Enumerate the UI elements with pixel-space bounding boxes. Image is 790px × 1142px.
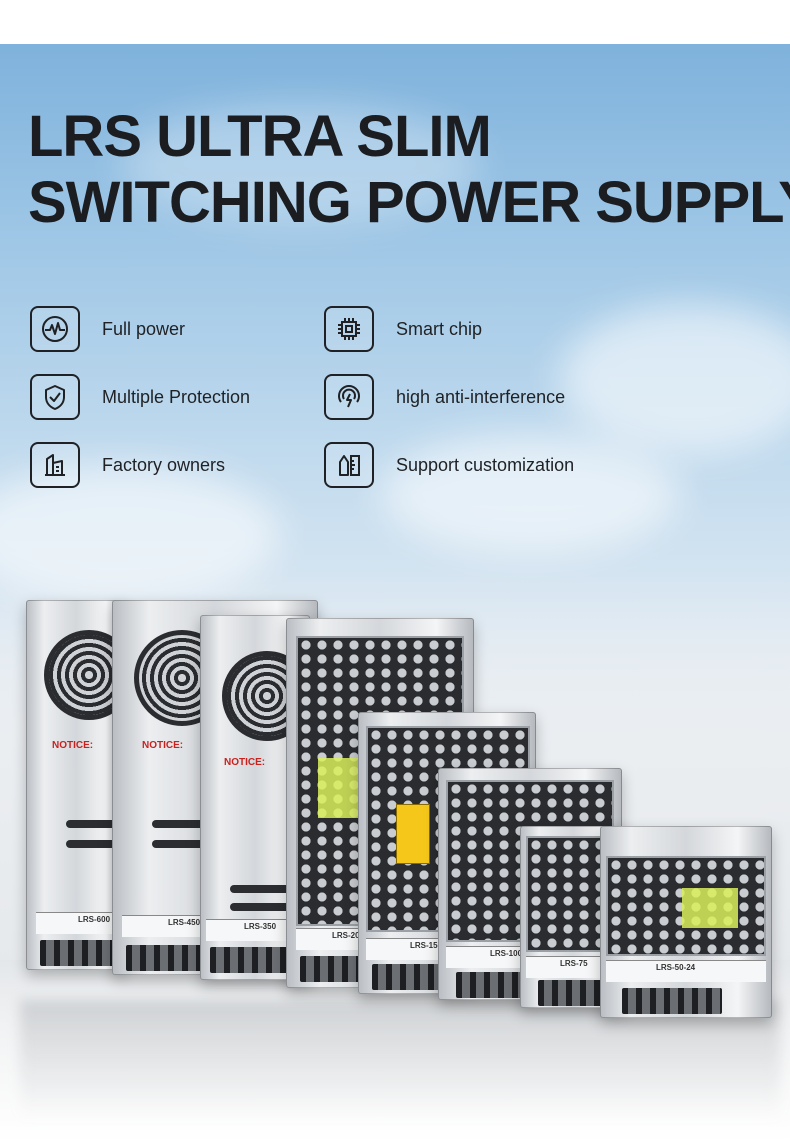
feature-label: Full power [102, 318, 186, 339]
rating-label [606, 960, 766, 982]
model-text: LRS-600 [78, 915, 111, 924]
feature-support-customization: Support customization [324, 441, 574, 489]
product-lrs-50-24: LRS-50-24 [600, 826, 772, 1018]
feature-label: Support customization [396, 454, 575, 475]
feature-label: Multiple Protection [102, 386, 251, 407]
notice-label: NOTICE: [224, 757, 266, 768]
feature-full-power: Full power [30, 305, 185, 353]
model-text: LRS-100 [490, 949, 523, 958]
page-title: LRS ULTRA SLIM SWITCHING POWER SUPPLY [28, 104, 790, 236]
title-line-2: SWITCHING POWER SUPPLY [28, 170, 790, 235]
title-line-1: LRS ULTRA SLIM [28, 104, 492, 169]
product-lrs-600: NOTICE: LRS-600 [26, 600, 126, 970]
feature-anti-interference: high anti-interference [324, 373, 565, 421]
rating-label [526, 956, 616, 978]
model-text: LRS-350 [244, 922, 277, 931]
transformer [318, 758, 362, 818]
terminal-block [538, 980, 608, 1006]
feature-factory-owners: Factory owners [30, 441, 225, 489]
terminal-block [622, 988, 722, 1014]
vent-slot [230, 885, 300, 893]
notice-label: NOTICE: [52, 740, 94, 751]
factory-icon [30, 442, 80, 488]
model-text: LRS-75 [560, 959, 588, 968]
model-text: LRS-450 [168, 918, 201, 927]
transformer [682, 888, 738, 928]
cloud [120, 104, 480, 224]
feature-label: Factory owners [102, 454, 226, 475]
signal-bolt-icon [324, 374, 374, 420]
terminal-block [40, 940, 126, 966]
model-text: LRS-50-24 [656, 963, 696, 972]
rating-label [36, 912, 126, 934]
rating-label [122, 915, 222, 937]
model-text: LRS-200 [332, 931, 365, 940]
vent-slot [152, 840, 222, 848]
feature-smart-chip: Smart chip [324, 305, 482, 353]
notice-label: NOTICE: [142, 740, 184, 751]
top-white-band [0, 0, 790, 44]
model-text: LRS-150 [410, 941, 443, 950]
rating-label [366, 938, 456, 960]
rating-label [206, 919, 306, 941]
vent-slot [152, 820, 222, 828]
vent-slot [66, 820, 126, 828]
pulse-icon [30, 306, 80, 352]
chip-icon [324, 306, 374, 352]
rating-label [446, 946, 530, 968]
customize-icon [324, 442, 374, 488]
feature-label: Smart chip [396, 318, 483, 339]
feature-label: high anti-interference [396, 386, 566, 407]
vent-slot [66, 840, 126, 848]
shield-check-icon [30, 374, 80, 420]
warning-sticker [396, 804, 430, 864]
floor-reflection [20, 1000, 780, 1120]
cloud [380, 434, 680, 554]
cloud [560, 304, 790, 454]
vent-slot [230, 903, 300, 911]
feature-multiple-protection: Multiple Protection [30, 373, 250, 421]
